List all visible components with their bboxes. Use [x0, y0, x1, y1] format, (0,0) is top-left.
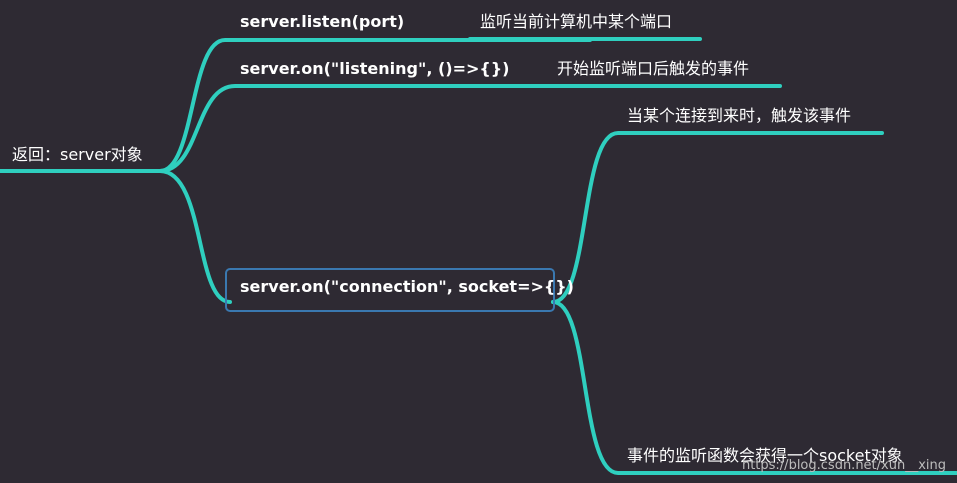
node-server-on-listening[interactable]: server.on("listening", ()=>{}) [240, 59, 510, 78]
node-server-listen[interactable]: server.listen(port) [240, 12, 404, 31]
branch-root-to-listen [158, 38, 592, 173]
branch-connection-to-child-2 [551, 300, 957, 475]
branch-lines [0, 37, 957, 475]
watermark: https://blog.csdn.net/xun__xing [742, 458, 946, 473]
branch-root-to-connection [158, 169, 232, 304]
node-server-on-connection[interactable]: server.on("connection", socket=>{}) [240, 277, 574, 296]
node-server-on-listening-desc[interactable]: 开始监听端口后触发的事件 [557, 59, 749, 78]
child-node-socket-object[interactable]: 事件的监听函数会获得一个socket对象 [627, 446, 903, 465]
root-node[interactable]: 返回：server对象 [12, 145, 143, 164]
selected-node-border [225, 268, 555, 312]
node-server-listen-desc[interactable]: 监听当前计算机中某个端口 [480, 12, 672, 31]
child-node-connection-event[interactable]: 当某个连接到来时，触发该事件 [627, 106, 851, 125]
branch-connection-to-child-1 [551, 131, 884, 304]
branch-root-to-listening [158, 84, 782, 173]
